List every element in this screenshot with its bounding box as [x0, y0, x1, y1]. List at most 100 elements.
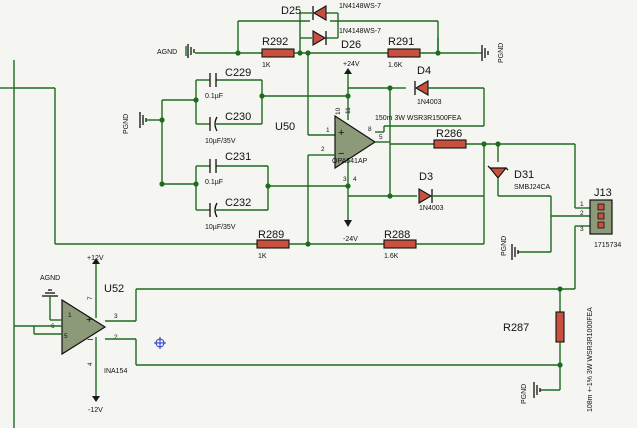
- r286-resistor: [433, 139, 467, 149]
- c229-value: 0.1µF: [205, 93, 223, 100]
- u52-pin7: 7: [87, 296, 94, 300]
- u52-pin2: 2: [114, 334, 118, 341]
- vpos12-label: +12V: [87, 255, 104, 262]
- d25-diode: [312, 5, 327, 21]
- junction: [159, 181, 165, 187]
- d31-tvs: [487, 165, 509, 179]
- u52-plus: +: [86, 314, 92, 326]
- vpos24-label: +24V: [343, 61, 360, 68]
- u52-amp: [61, 298, 107, 356]
- r292-label: R292: [262, 36, 288, 48]
- u50-minus: −: [338, 148, 344, 160]
- r287-note: 108m +-1% 3W WSR3R1000FEA: [587, 307, 594, 412]
- d4-part: 1N4003: [417, 99, 442, 106]
- u52-label: U52: [104, 283, 124, 295]
- pgnd-bottom-symbol: [533, 382, 541, 398]
- c232-value: 10µF/35V: [205, 224, 236, 231]
- u50-pin10: 10: [335, 107, 342, 115]
- j13-connector: [589, 199, 613, 235]
- d3-diode: [418, 188, 433, 204]
- crosshair-icon: [154, 337, 166, 349]
- d31-part: SMBJ24CA: [514, 184, 551, 191]
- d31-label: D31: [514, 169, 534, 181]
- junction: [193, 181, 199, 187]
- u50-pin4: 4: [353, 176, 357, 183]
- pgnd-j13-label: PGND: [501, 236, 508, 256]
- r287-resistor: [555, 311, 565, 343]
- d4-label: D4: [417, 65, 431, 77]
- agnd-u52-symbol: [42, 289, 62, 321]
- u52-pin5: 5: [64, 333, 68, 340]
- j13-label: J13: [594, 187, 612, 199]
- junction: [557, 362, 563, 368]
- junction: [557, 286, 563, 292]
- r292-value: 1K: [262, 62, 271, 69]
- junction: [481, 141, 487, 147]
- u52-pin4: 4: [87, 362, 94, 366]
- r289-label: R289: [258, 229, 284, 241]
- d26-label: D26: [341, 39, 361, 51]
- r291-resistor: [387, 48, 421, 58]
- u52-part: INA154: [104, 368, 127, 375]
- junction: [345, 183, 351, 189]
- r289-resistor: [256, 239, 290, 249]
- junction: [193, 97, 199, 103]
- c230-label: C230: [225, 111, 251, 123]
- c230-plate: [214, 116, 218, 132]
- u50-pin3: 3: [343, 176, 347, 183]
- junction: [495, 141, 501, 147]
- d3-part: 1N4003: [419, 205, 444, 212]
- d26-diode: [312, 30, 327, 46]
- d26-part: 1N4148WS-7: [339, 28, 381, 35]
- agnd-top-symbol: [185, 44, 195, 58]
- r286-note: 150m 3W WSR3R1500FEA: [375, 115, 462, 122]
- u50-pin1: 1: [326, 127, 330, 134]
- u52-minus: −: [87, 334, 93, 346]
- vneg12-label: -12V: [88, 407, 103, 414]
- c232-plate: [214, 202, 218, 218]
- r288-label: R288: [384, 229, 410, 241]
- u50-pin5: 5: [379, 134, 383, 141]
- r287-label: R287: [503, 322, 529, 334]
- r288-resistor: [383, 239, 417, 249]
- u50-pin8: 8: [368, 126, 372, 133]
- u50-label: U50: [275, 121, 295, 133]
- junction: [235, 50, 241, 56]
- junction: [387, 85, 393, 91]
- j13-pin1: 1: [580, 201, 584, 208]
- c230-value: 10µF/35V: [205, 138, 236, 145]
- u52-pin1: 1: [68, 312, 72, 319]
- j13-pin2: 2: [580, 210, 584, 217]
- vneg24-arrow: [344, 220, 352, 227]
- d25-part: 1N4148WS-7: [339, 3, 381, 10]
- junction: [159, 117, 165, 123]
- r286-label: R286: [436, 128, 462, 140]
- u50-plus: +: [338, 127, 344, 139]
- c231-value: 0.1µF: [205, 179, 223, 186]
- j13-pin3: 3: [580, 226, 584, 233]
- pgnd-top-symbol: [476, 45, 489, 61]
- junction: [305, 50, 311, 56]
- r292-resistor: [261, 48, 295, 58]
- u50-pin2: 2: [321, 146, 325, 153]
- vpos24-arrow: [344, 68, 352, 74]
- c231-label: C231: [225, 151, 251, 163]
- pgnd-j13-symbol: [511, 244, 519, 260]
- u50-part: OPA541AP: [332, 158, 368, 165]
- r289-value: 1K: [258, 253, 267, 260]
- u50-pin11: 11: [345, 107, 352, 114]
- pgnd-bottom-label: PGND: [521, 384, 528, 404]
- vneg24-label: -24V: [343, 236, 358, 243]
- junction: [345, 93, 351, 99]
- pgnd-left-symbol: [139, 112, 162, 128]
- r288-value: 1.6K: [384, 253, 399, 260]
- vneg12-arrow: [92, 396, 100, 402]
- r291-value: 1.6K: [388, 62, 403, 69]
- c232-label: C232: [225, 197, 251, 209]
- junction: [387, 193, 393, 199]
- pgnd-left-label: PGND: [123, 114, 130, 134]
- d4-diode: [414, 80, 429, 96]
- d25-label: D25: [281, 5, 301, 17]
- u52-pin3: 3: [114, 313, 118, 320]
